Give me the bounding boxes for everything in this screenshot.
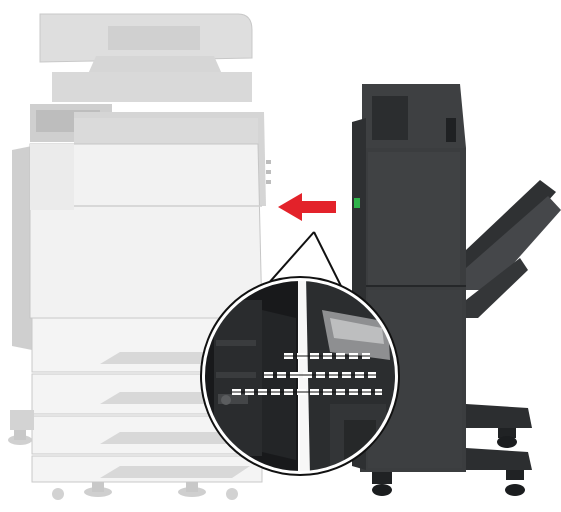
arrow-icon [278,193,336,221]
finisher-icon [352,84,561,496]
